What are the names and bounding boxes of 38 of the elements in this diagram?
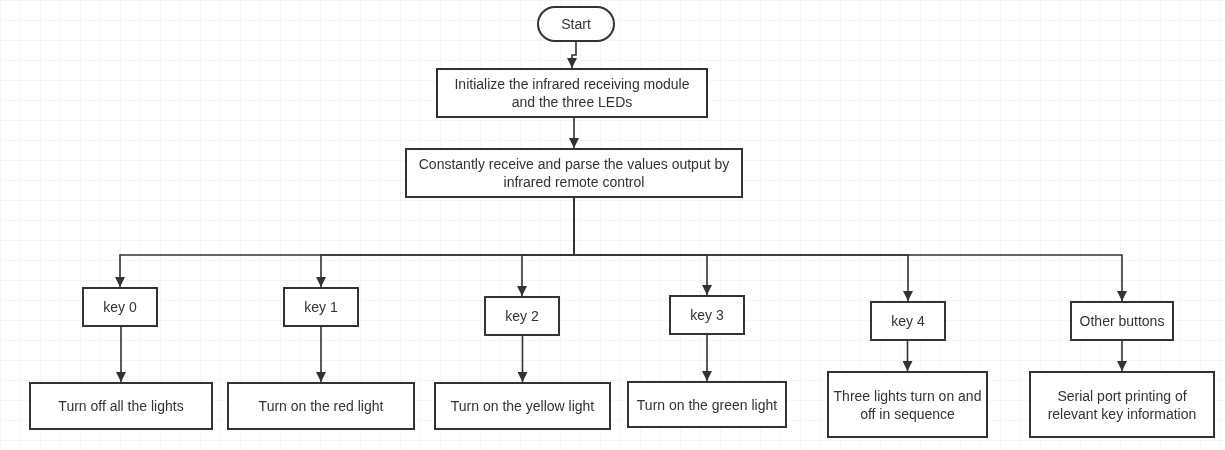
process-box bbox=[436, 68, 708, 118]
process-box bbox=[669, 295, 745, 335]
arrow bbox=[702, 334, 712, 382]
arrow bbox=[316, 326, 326, 383]
node-text: Turn off all the lights bbox=[58, 397, 184, 415]
process-box bbox=[283, 287, 359, 327]
start-terminal bbox=[537, 6, 615, 42]
arrow bbox=[902, 340, 913, 372]
arrow bbox=[517, 335, 528, 383]
node-text: Initialize the infrared receiving module and the three LEDs bbox=[453, 75, 691, 111]
process-box bbox=[29, 382, 213, 430]
node-text: key 0 bbox=[103, 298, 137, 316]
node-text: Constantly receive and parse the values output by infrared remote control bbox=[417, 155, 731, 191]
process-box bbox=[870, 301, 946, 341]
process-box bbox=[434, 382, 611, 430]
process-box bbox=[1029, 371, 1215, 438]
arrow bbox=[567, 41, 577, 69]
node-text: Three lights turn on and off in sequence bbox=[833, 386, 982, 423]
process-box bbox=[1070, 301, 1174, 341]
node-text: Serial port printing of relevant key information bbox=[1046, 386, 1198, 423]
node-text: key 3 bbox=[690, 306, 724, 324]
process-box bbox=[227, 382, 415, 430]
node-text: Start bbox=[561, 15, 591, 33]
process-box bbox=[82, 287, 158, 327]
process-box bbox=[484, 296, 560, 336]
node-text: Turn on the red light bbox=[258, 397, 384, 415]
process-box bbox=[827, 371, 988, 438]
node-text: key 2 bbox=[505, 307, 539, 325]
node-text: Turn on the green light bbox=[636, 395, 778, 414]
node-text: key 1 bbox=[304, 298, 338, 316]
arrow bbox=[1117, 340, 1127, 372]
node-text: key 4 bbox=[891, 312, 925, 330]
process-box bbox=[627, 381, 787, 428]
node-text: Other buttons bbox=[1079, 312, 1165, 330]
node-text: Turn on the yellow light bbox=[450, 397, 595, 415]
arrow bbox=[116, 326, 126, 383]
arrow bbox=[569, 117, 579, 149]
process-box bbox=[405, 148, 743, 198]
